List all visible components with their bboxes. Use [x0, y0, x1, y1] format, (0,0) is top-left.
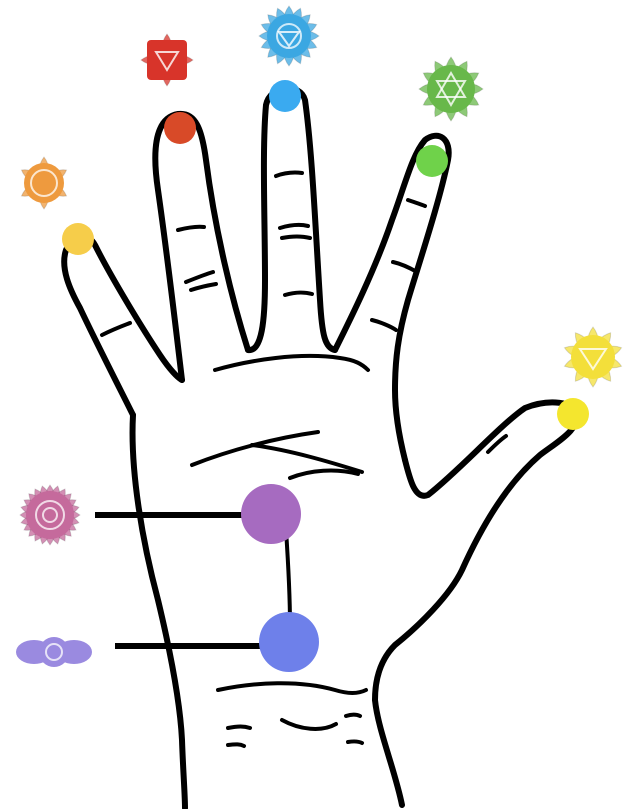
- sixteen-petal-lotus-symbol: [259, 6, 319, 66]
- wrist-right-edge: [375, 700, 402, 805]
- index-finger-crease-1: [408, 200, 425, 206]
- hexagram-lotus-symbol: [419, 57, 483, 121]
- lotus-center: [571, 335, 615, 379]
- index-finger-outline: [335, 136, 449, 460]
- wrist-line-4: [346, 715, 360, 717]
- ring-finger-outline: [155, 114, 248, 380]
- lotus-center: [26, 491, 74, 539]
- lotus-center: [147, 40, 187, 80]
- palm-lower-dot: [259, 612, 319, 672]
- palm-vertical-crease: [286, 530, 290, 625]
- wrist-line-1: [218, 683, 366, 693]
- wrist-line-3: [282, 720, 336, 729]
- ten-petal-lotus-symbol: [563, 327, 623, 387]
- middle-finger-crease-1: [276, 173, 302, 176]
- ring-finger-crease-1: [178, 227, 204, 230]
- little-finger-dot: [62, 223, 94, 255]
- middle-finger-outline: [248, 88, 335, 350]
- palm-upper-dot: [241, 484, 301, 544]
- wrist-line-6: [348, 741, 362, 743]
- wrist-line-5: [228, 744, 244, 746]
- six-petal-lotus-symbol: [19, 157, 69, 209]
- two-petal-lotus-symbol: [16, 637, 92, 667]
- heart-line: [192, 432, 318, 465]
- middle-finger-crease-2: [280, 225, 308, 228]
- thumb-outline: [375, 402, 576, 700]
- head-line: [252, 445, 362, 472]
- ring-finger-dot: [164, 112, 196, 144]
- index-finger-crease-2: [393, 262, 417, 272]
- middle-finger-dot: [269, 80, 301, 112]
- lotus-center: [39, 637, 69, 667]
- little-finger-crease: [102, 323, 130, 335]
- ring-finger-crease-3: [191, 284, 216, 290]
- index-finger-crease-3: [372, 320, 396, 330]
- wrist-line-2: [228, 727, 250, 729]
- hand-outline: [64, 88, 576, 808]
- palm-left-edge: [133, 415, 185, 808]
- thousand-petal-lotus-symbol: [20, 485, 81, 546]
- middle-finger-crease-4: [285, 293, 312, 295]
- middle-finger-crease-3: [282, 237, 310, 239]
- chakra-symbols: [16, 6, 623, 667]
- thumb-dot: [557, 398, 589, 430]
- palm-base-fold: [215, 356, 368, 370]
- ring-finger-crease-2: [186, 272, 213, 282]
- square-lotus-symbol: [141, 34, 193, 86]
- lotus-center: [267, 14, 311, 58]
- chakra-dots: [62, 80, 589, 672]
- life-line: [290, 471, 358, 478]
- index-finger-dot: [416, 145, 448, 177]
